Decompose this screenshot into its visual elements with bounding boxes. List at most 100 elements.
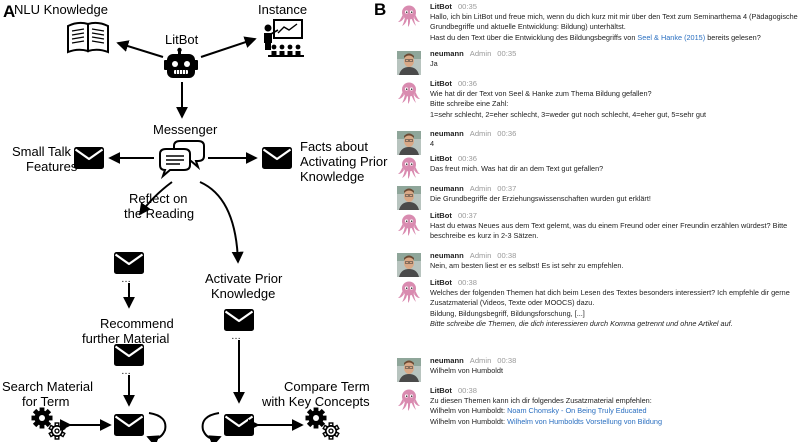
octopus-avatar-icon xyxy=(397,213,421,237)
recommend-label-1: Recommend xyxy=(100,316,174,331)
message-text: Die Grundbegriffe der Erziehungswissensc… xyxy=(430,194,651,203)
message-text: Wie hat dir der Text von Seel & Hanke zu… xyxy=(430,89,652,98)
facts-label-1: Facts about xyxy=(300,139,368,154)
message-link[interactable]: Noam Chomsky - On Being Truly Educated xyxy=(507,406,647,416)
message-line: Welches der folgenden Themen hat dich be… xyxy=(430,288,790,298)
teacher-icon xyxy=(264,19,304,57)
message-line: Grundbegriffe und aktuelle Entwicklung: … xyxy=(430,22,798,32)
reflect-label-1: Reflect on xyxy=(129,191,188,206)
message-line: Das freut mich. Was hat dir an dem Text … xyxy=(430,164,603,174)
small-talk-envelope-icon xyxy=(72,145,106,171)
message-text: Nein, am besten liest er es selbst! Es i… xyxy=(430,261,624,270)
compare-envelope-icon xyxy=(222,412,256,438)
message-line: Hast du etwas Neues aus dem Text gelernt… xyxy=(430,221,787,231)
recommend-label-2: further Material xyxy=(82,331,170,346)
octopus-avatar-icon xyxy=(397,388,421,412)
message-time: 00:35 xyxy=(457,2,477,11)
octopus-avatar-icon xyxy=(397,81,421,105)
message-text: 4 xyxy=(430,139,435,148)
message-line: beschreibe es kurz in 2-3 Sätzen. xyxy=(430,231,787,241)
message-time: 00:38 xyxy=(457,278,477,287)
search-label-1: Search Material xyxy=(2,379,93,394)
octopus-avatar-icon xyxy=(397,280,421,304)
message-text: Bitte schreibe die Themen, die dich inte… xyxy=(430,319,733,329)
sender-name: neumann xyxy=(430,184,464,193)
sender-role: Admin xyxy=(469,251,492,260)
recommend-envelope-icon xyxy=(112,342,146,368)
search-label-2: for Term xyxy=(22,394,69,409)
compare-refresh-arrow-icon xyxy=(201,412,222,442)
sender-name: neumann xyxy=(430,356,464,365)
user-avatar-icon xyxy=(397,358,421,382)
message-header: LitBot 00:38 xyxy=(430,278,790,288)
sender-name: neumann xyxy=(430,129,464,138)
reflect-dots: … xyxy=(121,274,131,285)
message-link[interactable]: Seel & Hanke (2015) xyxy=(637,32,706,42)
message-text: Ja xyxy=(430,59,438,68)
message-time: 00:37 xyxy=(497,184,517,193)
user-avatar-icon xyxy=(397,186,421,210)
message-time: 00:36 xyxy=(457,79,477,88)
sender-role: Admin xyxy=(469,129,492,138)
message-time: 00:37 xyxy=(457,211,477,220)
compare-gears-icon xyxy=(305,407,340,440)
compare-label-2: with Key Concepts xyxy=(261,394,370,409)
arrow-to-reflect xyxy=(138,181,173,216)
instance-label: Instance xyxy=(258,2,307,17)
message-line: Wilhelm von Humboldt: Wilhelm von Humbol… xyxy=(430,417,662,427)
message-line: Bildung, Bildungsbegriff, Bildungsforsch… xyxy=(430,309,790,319)
speech-bubbles-icon xyxy=(159,140,205,180)
sender-name: LitBot xyxy=(430,278,452,287)
message-line: Zu diesen Themen kann ich dir folgendes … xyxy=(430,396,662,406)
message-line: Die Grundbegriffe der Erziehungswissensc… xyxy=(430,194,651,204)
search-gears-icon xyxy=(31,407,66,440)
message-text: Wilhelm von Humboldt: xyxy=(430,406,508,416)
message-line: Hallo, ich bin LitBot und freue mich, we… xyxy=(430,12,798,22)
octopus-avatar-icon xyxy=(397,156,421,180)
message-text: Bitte schreibe eine Zahl: xyxy=(430,99,509,109)
activate-label-1: Activate Prior xyxy=(205,271,283,286)
message-text: Hallo, ich bin LitBot und freue mich, we… xyxy=(430,12,798,21)
message-text: Zusatzmaterial (Videos, Texte oder MOOCS… xyxy=(430,298,595,308)
sender-name: neumann xyxy=(430,49,464,58)
message-text: Wilhelm von Humboldt xyxy=(430,366,503,375)
sender-role: Admin xyxy=(469,49,492,58)
robot-icon xyxy=(164,47,198,78)
message-line: Zusatzmaterial (Videos, Texte oder MOOCS… xyxy=(430,298,790,308)
message-line: Wilhelm von Humboldt xyxy=(430,366,516,376)
litbot-label: LitBot xyxy=(165,32,199,47)
user-avatar-icon xyxy=(397,131,421,155)
arrow-robot-to-nlu xyxy=(116,40,164,58)
message-line: Nein, am besten liest er es selbst! Es i… xyxy=(430,261,623,271)
sender-role: Admin xyxy=(469,184,492,193)
message-text: beschreibe es kurz in 2-3 Sätzen. xyxy=(430,231,539,241)
book-icon xyxy=(67,21,109,54)
message-link[interactable]: Wilhelm von Humboldts Vorstellung von Bi… xyxy=(507,416,662,426)
message-header: LitBot 00:35 xyxy=(430,2,798,12)
facts-label-2: Activating Prior xyxy=(300,154,388,169)
sender-name: LitBot xyxy=(430,79,452,88)
sender-name: LitBot xyxy=(430,2,452,11)
facts-label-3: Knowledge xyxy=(300,169,364,184)
messenger-label: Messenger xyxy=(153,122,218,137)
message-line: 4 xyxy=(430,139,516,149)
message-text: Zu diesen Themen kann ich dir folgendes … xyxy=(430,396,652,405)
message-time: 00:38 xyxy=(457,386,477,395)
small-talk-label-2: Features xyxy=(26,159,78,174)
message-header: LitBot 00:36 xyxy=(430,79,706,89)
